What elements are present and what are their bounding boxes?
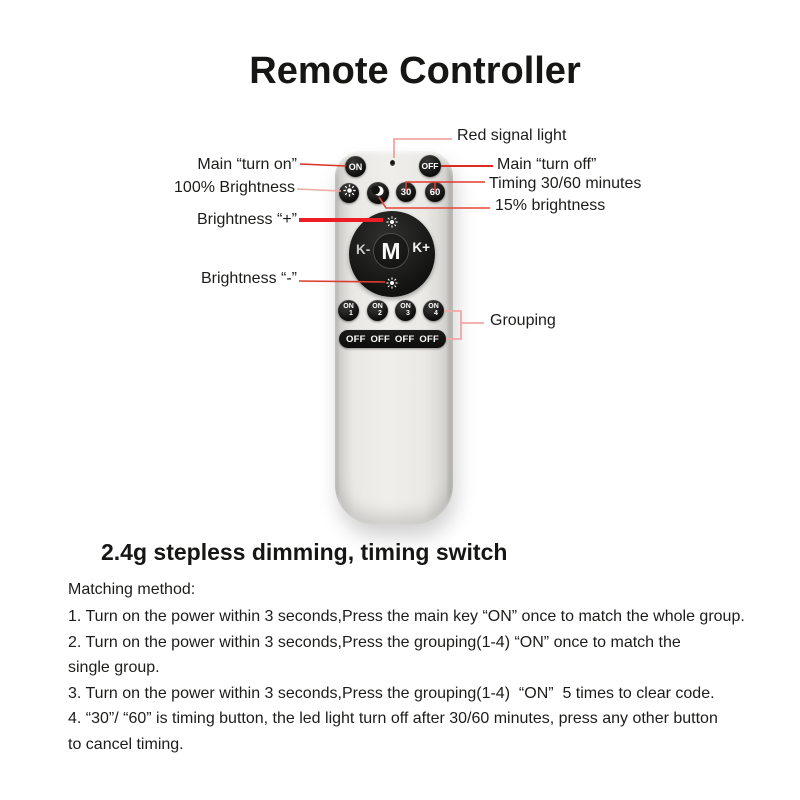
group-on-label: ON [400, 303, 411, 310]
brightness-down-button[interactable] [386, 276, 398, 289]
callout-brightness-plus: Brightness “+” [196, 211, 297, 228]
matching-steps: 1. Turn on the power within 3 seconds,Pr… [68, 604, 780, 757]
section-heading: 2.4g stepless dimming, timing switch [101, 539, 508, 565]
red-signal-light [390, 160, 395, 166]
group-on-label: ON [343, 303, 354, 310]
callout-grouping: Grouping [490, 312, 556, 329]
page-title: Remote Controller [249, 50, 581, 92]
callout-100-brightness: 100% Brightness [174, 179, 295, 196]
callout-red-signal-light: Red signal light [457, 127, 567, 144]
group-3-on-button[interactable]: ON 3 [395, 300, 416, 321]
brightness-15-button[interactable] [367, 182, 389, 204]
callout-15-brightness: 15% brightness [495, 197, 606, 214]
group-1-off-button[interactable]: OFF [346, 333, 366, 345]
group-4-off-button[interactable]: OFF [419, 333, 439, 345]
group-number: 4 [434, 309, 438, 317]
group-number: 3 [406, 309, 410, 317]
main-on-button[interactable]: ON [345, 156, 366, 177]
group-number: 2 [378, 309, 382, 317]
sun-icon [342, 184, 356, 202]
k-plus-button[interactable]: K+ [412, 240, 430, 255]
step-4: 4. “30”/ “60” is timing button, the led … [68, 710, 718, 753]
matching-method-label: Matching method: [68, 581, 196, 598]
step-3: 3. Turn on the power within 3 seconds,Pr… [68, 684, 715, 702]
m-key-label: M [381, 237, 401, 264]
timer-60-button[interactable]: 60 [425, 182, 445, 202]
group-4-on-button[interactable]: ON 4 [423, 300, 444, 321]
remote-controller: ON OFF 30 [335, 151, 453, 525]
m-button[interactable]: M [373, 233, 409, 269]
group-on-label: ON [428, 303, 439, 310]
callout-brightness-minus: Brightness “-” [200, 270, 297, 287]
group-off-bar[interactable]: OFF OFF OFF OFF [339, 330, 446, 348]
step-1: 1. Turn on the power within 3 seconds,Pr… [68, 608, 745, 625]
brightness-up-button[interactable] [386, 215, 398, 228]
k-minus-button[interactable]: K- [356, 242, 371, 257]
dimming-pad: K- M K+ [349, 211, 435, 297]
group-number: 1 [349, 309, 353, 317]
group-1-on-button[interactable]: ON 1 [338, 300, 359, 321]
group-2-off-button[interactable]: OFF [370, 333, 391, 345]
brightness-100-button[interactable] [339, 183, 359, 203]
callout-timing: Timing 30/60 minutes [489, 175, 642, 192]
timer-30-button[interactable]: 30 [396, 182, 416, 202]
callout-main-turn-off: Main “turn off” [497, 156, 597, 173]
step-2: 2. Turn on the power within 3 seconds,Pr… [68, 633, 681, 677]
group-on-label: ON [372, 303, 383, 310]
group-2-on-button[interactable]: ON 2 [367, 300, 388, 321]
moon-icon [371, 184, 385, 203]
main-off-button[interactable]: OFF [419, 155, 441, 177]
callout-main-turn-on: Main “turn on” [197, 156, 297, 173]
group-3-off-button[interactable]: OFF [394, 333, 415, 345]
